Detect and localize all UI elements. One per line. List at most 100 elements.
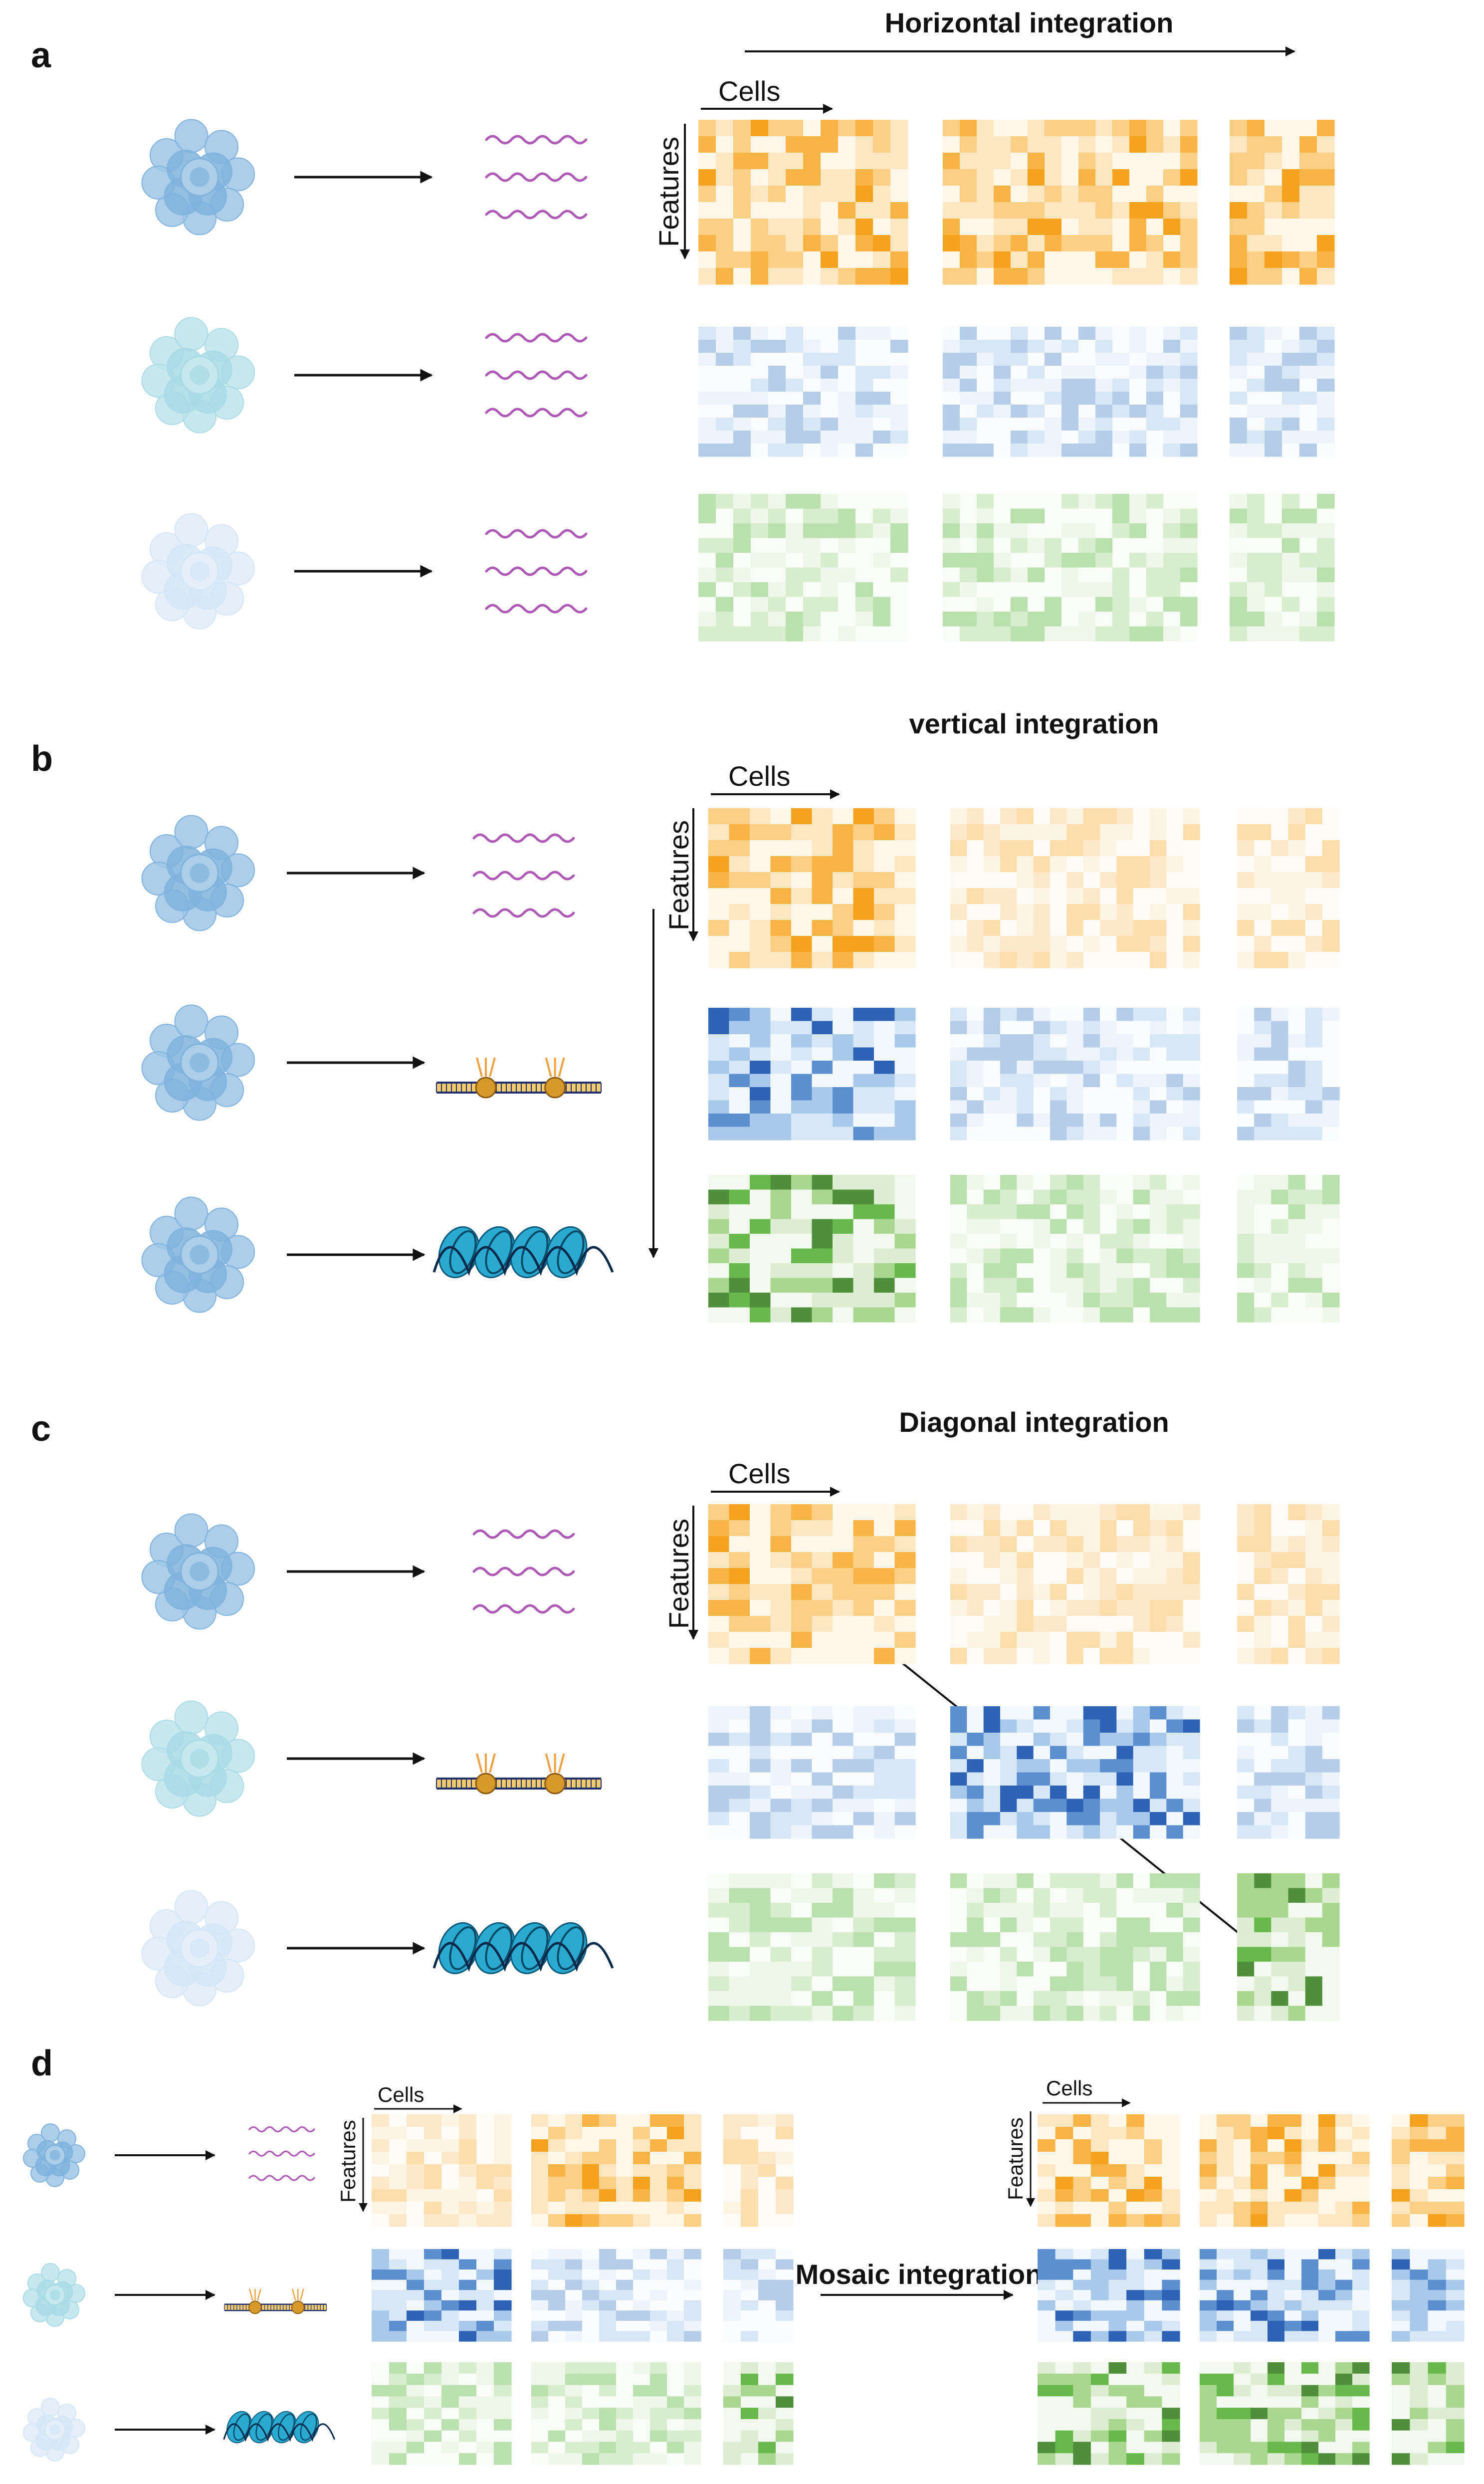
heatmap-cell: [1217, 2331, 1234, 2342]
heatmap-cell: [1183, 1932, 1200, 1948]
heatmap-d-right-0-0: [1038, 2114, 1180, 2227]
heatmap-cell: [1305, 1888, 1323, 1903]
heatmap-cell: [950, 1947, 967, 1962]
heatmap-cell: [1061, 597, 1079, 612]
heatmap-cell: [1180, 418, 1198, 431]
heatmap-cell: [833, 1616, 854, 1632]
heatmap-cell: [494, 2269, 512, 2280]
heatmap-cell: [1322, 1278, 1340, 1293]
heatmap-cell: [565, 2419, 583, 2431]
heatmap-cell: [1352, 2408, 1370, 2420]
heatmap-cell: [1217, 2408, 1234, 2420]
heatmap-cell: [791, 1504, 813, 1521]
heatmap-cell: [960, 120, 977, 137]
heatmap-cell: [750, 1047, 771, 1061]
heatmap-cell: [751, 202, 769, 219]
heatmap-cell: [803, 366, 821, 379]
heatmap-cell: [1251, 2177, 1268, 2190]
heatmap-cell: [1265, 251, 1282, 268]
heatmap-cell: [1428, 2189, 1447, 2202]
heatmap-cell: [1322, 1759, 1340, 1773]
heatmap-cell: [441, 2214, 459, 2227]
heatmap-cell: [1322, 1248, 1340, 1264]
heatmap-cell: [729, 1307, 750, 1323]
heatmap-cell: [1305, 808, 1323, 825]
heatmap-cell: [1055, 2453, 1073, 2465]
heatmap-cell: [950, 1759, 967, 1773]
heatmap-cell: [1150, 1204, 1167, 1220]
heatmap-cell: [1428, 2373, 1447, 2386]
heatmap-cell: [1166, 1127, 1184, 1140]
heatmap-cell: [599, 2300, 617, 2311]
heatmap-cell: [1028, 538, 1045, 553]
heatmap-cell: [967, 1772, 984, 1786]
heatmap-cell: [950, 888, 967, 904]
heatmap-cell: [758, 2300, 776, 2311]
heatmap-cell: [1133, 1706, 1150, 1720]
heatmap-cell: [1038, 2320, 1056, 2332]
heatmap-cell: [977, 405, 994, 418]
heatmap-cell: [716, 508, 734, 524]
heatmap-cell: [708, 1825, 730, 1839]
heatmap-a-0-1: [943, 120, 1198, 285]
heatmap-cell: [1100, 936, 1117, 952]
cell-cluster-icon: [141, 119, 255, 235]
heatmap-cell: [803, 431, 821, 444]
heatmap-cell: [1083, 1248, 1100, 1264]
heatmap-cell: [1247, 508, 1265, 524]
heatmap-cell: [1133, 1786, 1150, 1800]
heatmap-cell: [1392, 2310, 1410, 2321]
heatmap-cell: [389, 2290, 407, 2301]
heatmap-cell: [1078, 567, 1096, 583]
heatmap-cell: [967, 1584, 984, 1600]
heatmap-cell: [424, 2139, 442, 2152]
heatmap-cell: [821, 626, 839, 642]
heatmap-cell: [894, 1568, 916, 1584]
heatmap-cell: [1033, 1074, 1051, 1088]
heatmap-cell: [751, 136, 769, 153]
heatmap-cell: [1254, 1021, 1272, 1035]
heatmap-cell: [1305, 1976, 1323, 1992]
heatmap-cell: [1129, 136, 1147, 153]
heatmap-b-0-2: [1237, 808, 1340, 968]
heatmap-cell: [741, 2453, 759, 2465]
heatmap-cell: [1265, 202, 1282, 219]
heatmap-cell: [1112, 202, 1130, 219]
heatmap-cell: [1050, 808, 1067, 825]
cells-label-b: Cells: [728, 760, 790, 792]
heatmap-cell: [1305, 1248, 1323, 1264]
heatmap-cell: [1000, 1263, 1017, 1279]
heatmap-cell: [1050, 1248, 1067, 1264]
heatmap-cell: [1322, 1568, 1340, 1584]
heatmap-cell: [1017, 1204, 1034, 1220]
heatmap-cell: [874, 1552, 895, 1569]
heatmap-cell: [531, 2362, 549, 2374]
heatmap-cell: [1282, 219, 1300, 235]
heatmap-cell: [983, 1616, 1001, 1632]
antibody-arm: [558, 1057, 565, 1077]
heatmap-cell: [1090, 2202, 1109, 2215]
heatmap-cell: [833, 1719, 854, 1733]
heatmap-cell: [890, 508, 908, 524]
cell-nucleus: [190, 1245, 210, 1265]
heatmap-cell: [733, 169, 751, 186]
heatmap-cell: [1322, 1536, 1340, 1553]
heatmap-cell: [1183, 1127, 1200, 1140]
heatmap-cell: [1133, 1873, 1150, 1889]
heatmap-cell: [1028, 202, 1045, 219]
heatmap-cell: [1095, 169, 1113, 186]
heatmap-cell: [1322, 856, 1340, 873]
heatmap-cell: [1237, 1034, 1255, 1048]
heatmap-cell: [855, 612, 873, 627]
heatmap-cell: [1305, 1219, 1323, 1234]
heatmap-cell: [994, 582, 1011, 598]
heatmap-cell: [1144, 2139, 1162, 2152]
heatmap-cell: [733, 431, 751, 444]
heatmap-cell: [1083, 1536, 1100, 1553]
heatmap-cell: [1133, 1888, 1150, 1903]
heatmap-cell: [1055, 2290, 1073, 2301]
cell-cluster-icon: [23, 2263, 85, 2327]
heatmap-cell: [1066, 952, 1084, 968]
heatmap-cell: [1078, 340, 1096, 353]
heatmap-cell: [1217, 2189, 1234, 2202]
